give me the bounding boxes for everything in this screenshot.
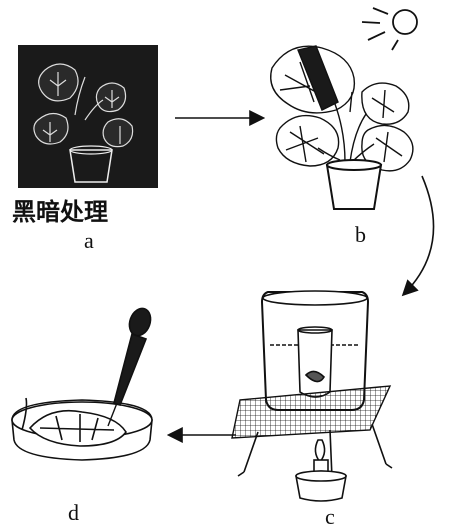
step-a-letter: a xyxy=(84,228,94,253)
alcohol-burner-icon xyxy=(295,439,347,502)
potted-plant-with-foil-icon xyxy=(270,45,414,210)
step-d-letter: d xyxy=(68,500,79,525)
petri-dish-icon xyxy=(11,397,153,461)
sun-icon xyxy=(361,7,418,51)
beaker-on-tripod-icon xyxy=(231,290,393,479)
step-d-iodine-staining: d xyxy=(11,307,153,525)
step-c-letter: c xyxy=(325,504,335,529)
dropper-icon xyxy=(107,307,152,427)
step-b-light-exposure: b xyxy=(270,7,418,247)
arrow-b-to-c xyxy=(401,175,435,297)
step-b-letter: b xyxy=(355,222,366,247)
step-a-dark-treatment: 黑暗处理 a xyxy=(12,45,158,253)
dark-box-plant-icon xyxy=(33,63,134,183)
step-a-caption: 黑暗处理 xyxy=(12,198,108,226)
step-c-water-bath: c xyxy=(231,290,393,529)
